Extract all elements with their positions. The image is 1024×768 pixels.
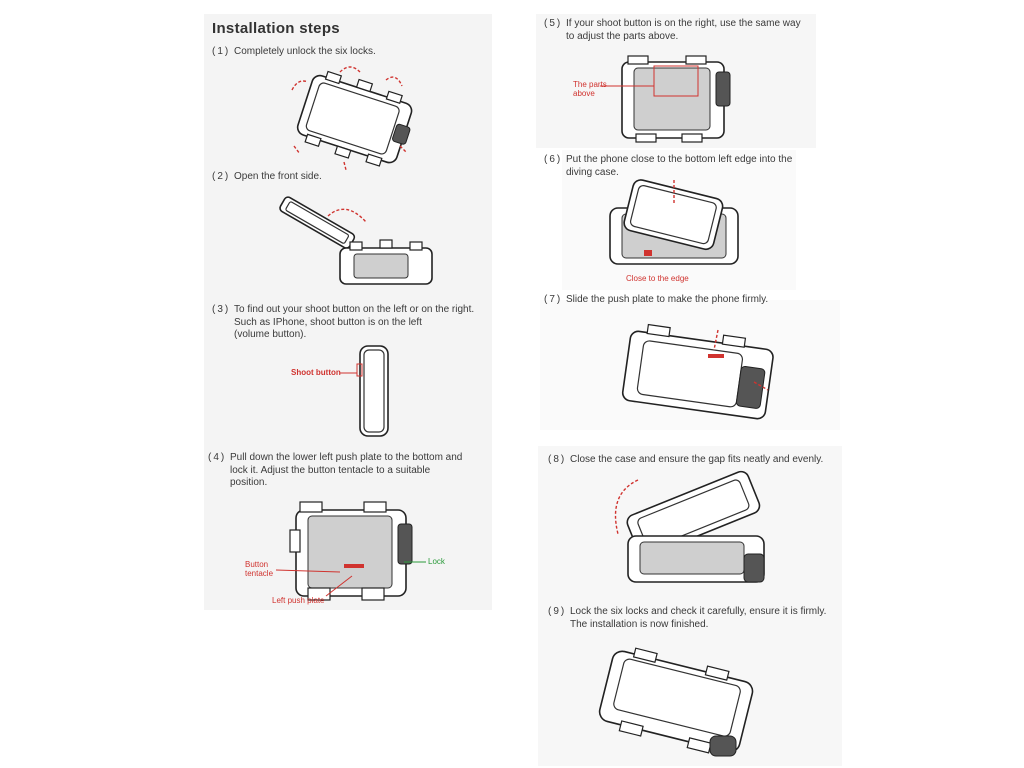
- shoot-button-label: Shoot button: [291, 368, 341, 377]
- step-text-line: Lock the six locks and check it carefull…: [570, 606, 827, 617]
- step-number: (9): [548, 606, 567, 617]
- parts-above-illustration: [621, 55, 731, 143]
- step-3: (3)To find out your shoot button on the …: [212, 304, 474, 342]
- step-text-line: Such as IPhone, shoot button is on the l…: [234, 316, 422, 328]
- step-1: (1)Completely unlock the six locks.: [212, 46, 376, 59]
- step-text-line: position.: [230, 477, 268, 488]
- step-text-line: lock it. Adjust the button tentacle to a…: [230, 464, 431, 476]
- left-push-plate-pointer: [325, 575, 353, 597]
- step-text-line: diving case.: [566, 166, 619, 178]
- case-open-illustration: [279, 196, 433, 285]
- step-text-line: (volume button).: [234, 329, 307, 340]
- label-line: The parts: [573, 80, 607, 89]
- step-text-line: If your shoot button is on the right, us…: [566, 18, 801, 29]
- step-number: (1): [212, 46, 231, 57]
- close-to-edge-label: Close to the edge: [626, 274, 689, 283]
- shoot-button-pointer: [340, 372, 357, 374]
- slide-plate-illustration: [621, 323, 774, 420]
- lock-pointer: [404, 561, 426, 563]
- label-line: above: [573, 89, 595, 98]
- button-tentacle-pointer: [275, 569, 341, 573]
- step-text: Close the case and ensure the gap fits n…: [570, 454, 824, 465]
- step-number: (7): [544, 294, 563, 305]
- insert-phone-illustration: [609, 179, 739, 265]
- label-line: tentacle: [245, 569, 274, 578]
- step-5: (5)If your shoot button is on the right,…: [544, 18, 801, 43]
- step-text-line: Pull down the lower left push plate to t…: [230, 452, 463, 463]
- step-number: (6): [544, 154, 563, 165]
- step-7: (7)Slide the push plate to make the phon…: [544, 294, 768, 307]
- case-unlock-illustration: [291, 66, 413, 171]
- step-9: (9)Lock the six locks and check it caref…: [548, 606, 826, 631]
- parts-above-pointer: [600, 85, 654, 87]
- lock-label: Lock: [428, 557, 445, 566]
- push-plate-illustration: [289, 501, 413, 601]
- page-title: Installation steps: [212, 20, 340, 37]
- step-text: Completely unlock the six locks.: [234, 46, 376, 57]
- step-number: (8): [548, 454, 567, 465]
- step-number: (3): [212, 304, 231, 315]
- step-text: Open the front side.: [234, 171, 322, 182]
- step-text-line: to adjust the parts above.: [566, 30, 679, 42]
- step-text-line: Put the phone close to the bottom left e…: [566, 154, 793, 165]
- step-4: (4)Pull down the lower left push plate t…: [208, 452, 462, 490]
- step-text: Slide the push plate to make the phone f…: [566, 294, 769, 305]
- phone-side-illustration: [356, 345, 389, 437]
- close-case-illustration: [614, 470, 765, 583]
- step-8: (8)Close the case and ensure the gap fit…: [548, 454, 823, 467]
- step-number: (2): [212, 171, 231, 182]
- step-number: (5): [544, 18, 563, 29]
- step-6: (6)Put the phone close to the bottom lef…: [544, 154, 792, 179]
- left-push-plate-label: Left push plate: [272, 596, 325, 605]
- step-2: (2)Open the front side.: [212, 171, 322, 184]
- step-text-line: To find out your shoot button on the lef…: [234, 304, 475, 315]
- finished-case-illustration: [598, 647, 754, 757]
- step-text-line: The installation is now finished.: [570, 618, 709, 630]
- label-line: Button: [245, 560, 269, 569]
- step-number: (4): [208, 452, 227, 463]
